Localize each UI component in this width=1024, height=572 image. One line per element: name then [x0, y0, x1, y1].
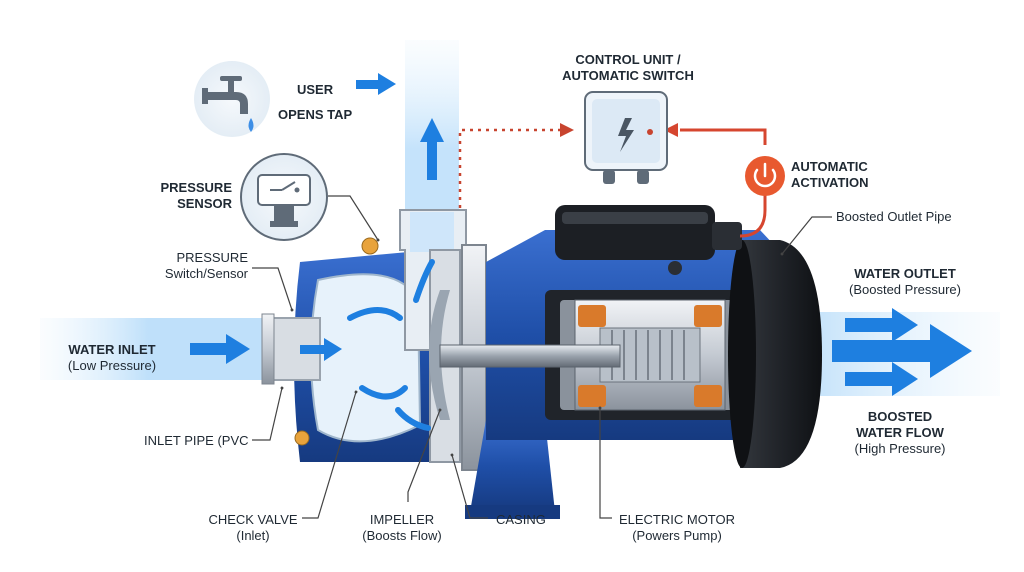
automatic-activation-line1: AUTOMATIC: [791, 159, 868, 174]
control-unit-label: CONTROL UNIT / AUTOMATIC SWITCH: [548, 52, 708, 84]
boosted-water-flow-line2: WATER FLOW: [856, 425, 944, 440]
electric-motor-line1: ELECTRIC MOTOR: [618, 512, 736, 527]
drive-shaft: [439, 344, 621, 368]
power-button-icon: [745, 156, 785, 196]
water-outlet-line2: (Boosted Pressure): [849, 282, 961, 297]
pressure-sensor-icon: [240, 153, 328, 241]
user-label: USER: [297, 82, 333, 98]
inlet-arrow: [190, 334, 250, 364]
control-box-icon: [584, 91, 668, 184]
power-cable: [739, 175, 767, 238]
boosted-outlet-pipe-label: Boosted Outlet Pipe: [836, 209, 952, 225]
automatic-activation-line2: ACTIVATION: [791, 175, 869, 190]
swirl-arrow-4: [395, 407, 431, 431]
swirl-arrow-3: [413, 259, 435, 303]
pressure-switch-label: PRESSURE Switch/Sensor: [130, 250, 248, 282]
water-inlet-line2: (Low Pressure): [67, 358, 157, 373]
casing-label: CASING: [496, 512, 546, 528]
pressure-sensor-line1: PRESSURE: [160, 180, 232, 195]
check-valve-line1: CHECK VALVE: [208, 512, 298, 527]
electric-motor-line2: (Powers Pump): [632, 528, 722, 543]
check-valve-label: CHECK VALVE (Inlet): [205, 512, 301, 544]
opens-tap-label: OPENS TAP: [278, 107, 352, 123]
tap-icon: [194, 61, 270, 137]
pump-pedestal: [470, 420, 555, 512]
flow-arrows: [190, 73, 972, 431]
swirl-arrow-1: [347, 307, 403, 321]
control-unit-label-line1: CONTROL UNIT /: [575, 52, 681, 67]
check-valve-line2: (Inlet): [236, 528, 270, 543]
outlet-arrow-bottom: [845, 362, 918, 396]
pressure-switch-line2: Switch/Sensor: [164, 266, 248, 281]
opens-tap-label-line: OPENS TAP: [278, 107, 353, 122]
inlet-inner-arrow: [300, 338, 342, 361]
inlet-pipe-label: INLET PIPE (PVC: [144, 433, 249, 449]
drain-plug-top: [361, 237, 379, 255]
boosted-water-flow-line1: BOOSTED: [867, 409, 933, 424]
impeller-line2: (Boosts Flow): [362, 528, 442, 543]
electric-motor: [486, 205, 790, 440]
cable-gland: [712, 222, 742, 250]
pump-casing: [261, 250, 430, 462]
water-inlet-line1: WATER INLET: [68, 342, 156, 357]
pump-base: [465, 505, 560, 519]
riser-arrow: [420, 118, 444, 180]
drain-plug-bottom: [294, 430, 310, 446]
water-outlet-line1: WATER OUTLET: [854, 266, 956, 281]
pressure-sensor-line2: SENSOR: [177, 196, 232, 211]
casing-text: CASING: [496, 512, 546, 527]
outlet-arrow-top: [845, 308, 918, 342]
control-unit-label-line2: AUTOMATIC SWITCH: [562, 68, 694, 83]
impeller-label: IMPELLER (Boosts Flow): [352, 512, 452, 544]
water-inlet-label: WATER INLET (Low Pressure): [48, 342, 176, 374]
impeller-line1: IMPELLER: [369, 512, 435, 527]
boosted-water-flow-label: BOOSTED WATER FLOW (High Pressure): [830, 409, 970, 457]
pressure-switch-line1: PRESSURE: [176, 250, 248, 265]
signal-line: [458, 128, 560, 208]
outlet-arrow-main: [832, 324, 972, 378]
boosted-outlet-pipe-text: Boosted Outlet Pipe: [836, 209, 952, 224]
water-outlet-label: WATER OUTLET (Boosted Pressure): [830, 266, 980, 298]
user-label-line1: USER: [297, 82, 334, 97]
motor-end-cap: [740, 240, 822, 468]
electric-motor-label: ELECTRIC MOTOR (Powers Pump): [612, 512, 742, 544]
leader-lines: [252, 195, 832, 519]
automatic-activation-label: AUTOMATIC ACTIVATION: [791, 159, 869, 191]
inlet-pipe-text: INLET PIPE (PVC: [144, 433, 249, 448]
swirl-arrow-2: [359, 385, 408, 400]
boosted-water-flow-line3: (High Pressure): [854, 441, 946, 456]
pressure-sensor-label: PRESSURE SENSOR: [150, 180, 232, 212]
user-arrow: [356, 73, 396, 95]
